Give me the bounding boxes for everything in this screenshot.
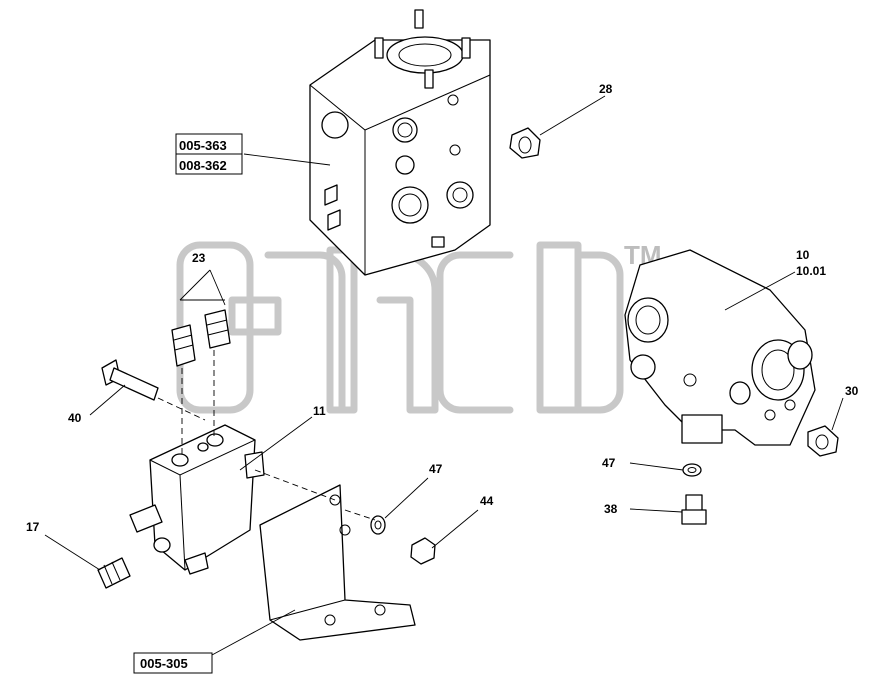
reference-005-363[interactable]: 005-363 [179, 138, 227, 153]
callout-labels: 28 23 10 10.01 30 40 11 47 44 47 38 17 [26, 82, 859, 534]
plug-30 [807, 425, 839, 457]
callout-40: 40 [68, 411, 82, 425]
callout-23: 23 [192, 251, 206, 265]
leader-lines [44, 95, 844, 656]
small-valve-block-11 [129, 424, 265, 575]
callout-44: 44 [480, 494, 494, 508]
screw-38 [681, 494, 707, 525]
top-valve-block [309, 9, 491, 276]
reference-box-top[interactable]: 005-363 008-362 [175, 133, 243, 175]
callout-38: 38 [604, 502, 618, 516]
right-valve-housing [624, 249, 816, 446]
callout-28: 28 [599, 82, 613, 96]
washer-47-left [370, 515, 386, 535]
callout-47-right: 47 [602, 456, 616, 470]
washer-47-right [682, 463, 702, 477]
callout-11: 11 [313, 404, 326, 418]
callout-10-01: 10.01 [796, 264, 826, 278]
reference-005-305[interactable]: 005-305 [140, 656, 188, 671]
bolt-40 [101, 359, 159, 401]
fitting-17 [97, 557, 131, 589]
callout-47-left: 47 [429, 462, 443, 476]
callout-10: 10 [796, 248, 810, 262]
nut-44 [410, 537, 436, 565]
callout-30: 30 [845, 384, 859, 398]
watermark-logo: TM [176, 240, 662, 414]
assembly-center-lines [157, 350, 376, 521]
plug-28 [509, 127, 541, 159]
fittings-23 [171, 309, 231, 367]
reference-008-362[interactable]: 008-362 [179, 158, 227, 173]
callout-17: 17 [26, 520, 40, 534]
reference-box-bottom[interactable]: 005-305 [133, 652, 213, 674]
